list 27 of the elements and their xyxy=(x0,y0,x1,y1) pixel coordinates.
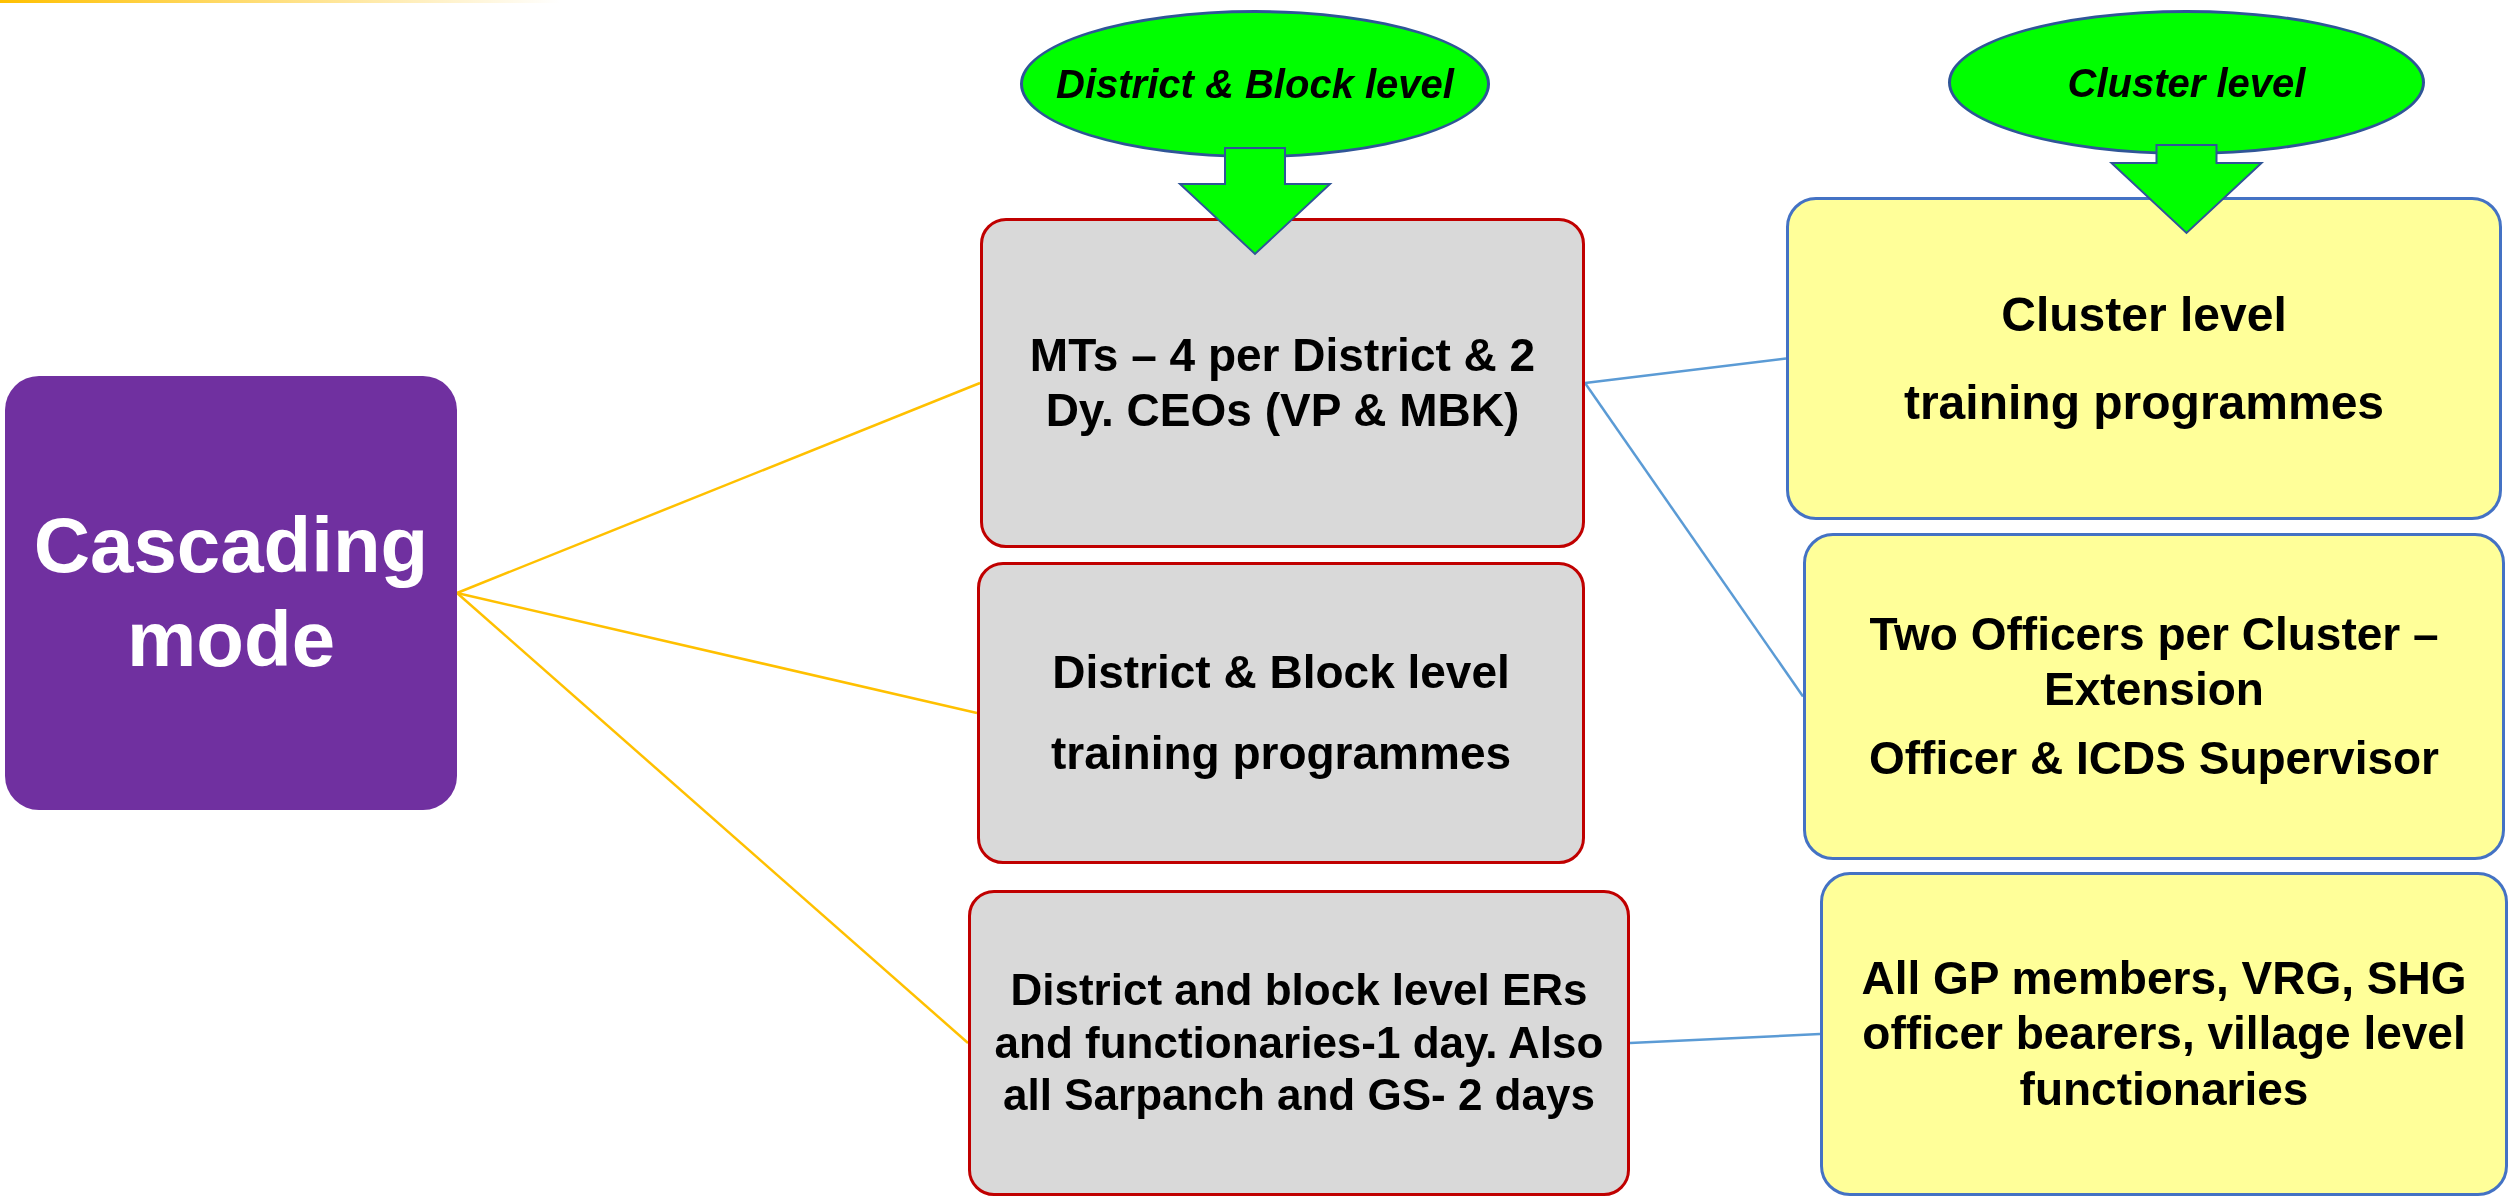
box-text: training programmes xyxy=(1903,374,2385,431)
process-box xyxy=(1803,533,2505,860)
ellipse-label: Cluster level xyxy=(2067,59,2306,107)
process-box xyxy=(977,562,1585,864)
connector-line xyxy=(456,592,969,1044)
block-arrow xyxy=(2108,144,2265,235)
process-box xyxy=(5,376,457,810)
box-label: Cascading mode xyxy=(32,500,430,685)
box-text: MTs – 4 per District & 2 Dy. CEOs (VP & MBK) xyxy=(1028,327,1537,438)
process-box xyxy=(1820,872,2508,1196)
connector-line xyxy=(1584,357,1787,385)
connector-line xyxy=(1583,382,1805,698)
box-text: Officer & ICDS Supervisor xyxy=(1868,731,2439,787)
box-text: All GP members, VRG, SHG officer bearers, village level functionaries xyxy=(1860,951,2468,1117)
connector-line xyxy=(456,381,981,595)
box-text: Cluster level xyxy=(2001,286,2287,343)
connector-line xyxy=(1629,1032,1821,1045)
box-text: District & Block level xyxy=(1052,644,1510,700)
box-text: training programmes xyxy=(1050,726,1512,781)
box-text: Two Officers per Cluster – Extension xyxy=(1868,606,2440,717)
connector-line xyxy=(456,591,978,715)
process-box xyxy=(1786,197,2502,520)
process-box xyxy=(968,890,1630,1196)
block-arrow xyxy=(1177,147,1333,256)
process-box xyxy=(980,218,1585,548)
ellipse-label: District & Block level xyxy=(1056,61,1454,108)
box-text: District and block level ERs and functionaries-1 day. Also all Sarpanch and GS- 2 days xyxy=(993,963,1605,1122)
